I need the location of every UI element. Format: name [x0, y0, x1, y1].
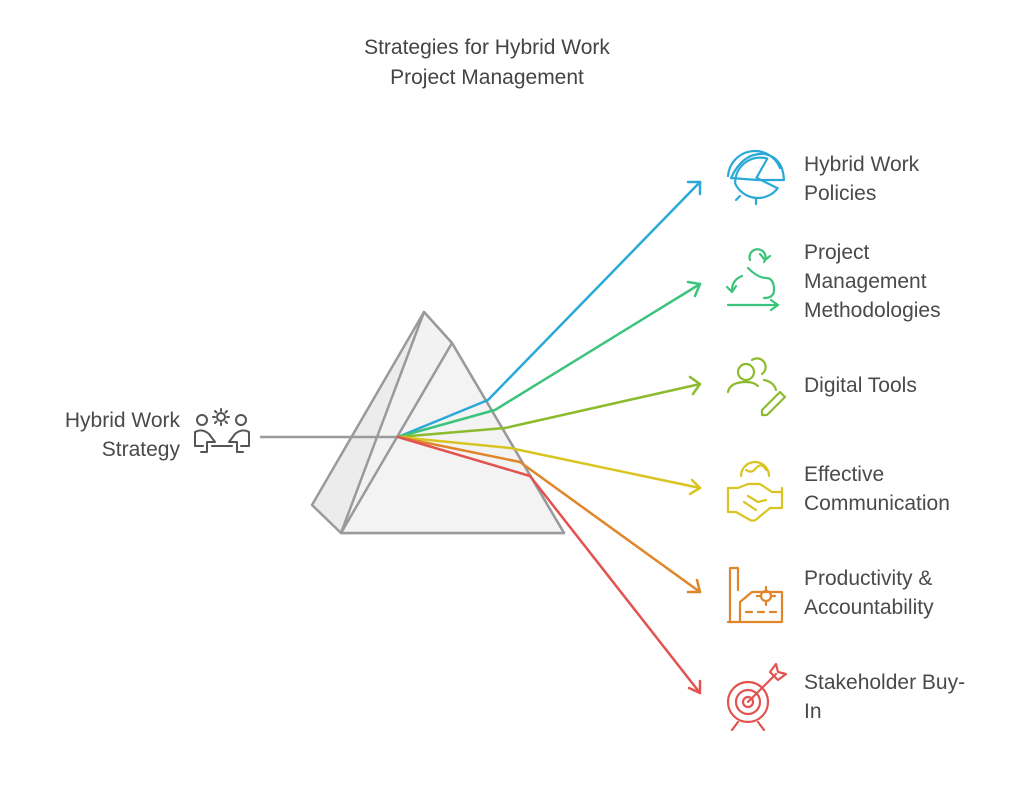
page-title: Strategies for Hybrid Work Project Manag… [312, 33, 662, 93]
output-label-line: In [804, 700, 822, 723]
ray-productivity [396, 435, 702, 594]
users-pen-icon [726, 357, 787, 417]
factory-gear-icon [726, 566, 784, 624]
ray-digital-tools [396, 375, 702, 439]
source-label-line-2: Strategy [101, 438, 180, 461]
output-label-line: Accountability [804, 596, 934, 619]
output-label-methodologies: Project Management Methodologies [804, 238, 941, 325]
ray-stakeholder [396, 435, 702, 695]
workflow-cycle-icon [725, 248, 780, 312]
pie-policy-icon [726, 149, 786, 206]
output-label-line: Management [804, 270, 927, 293]
ray-methodologies [396, 280, 702, 439]
output-label-line: Stakeholder Buy- [804, 671, 966, 694]
ray-policies [396, 180, 702, 439]
output-label-line: Digital Tools [804, 374, 917, 397]
output-label-line: Project [804, 241, 870, 264]
output-label-line: Communication [804, 492, 950, 515]
output-label-productivity: Productivity & Accountability [804, 564, 934, 622]
target-arrow-icon [726, 662, 788, 732]
output-label-line: Effective [804, 463, 885, 486]
ray-communication [396, 435, 702, 496]
output-label-communication: Effective Communication [804, 460, 950, 518]
output-label-line: Policies [804, 182, 877, 205]
title-line-2: Project Management [390, 66, 584, 89]
source-label-line-1: Hybrid Work [64, 409, 180, 432]
output-label-line: Hybrid Work [804, 153, 920, 176]
output-label-policies: Hybrid Work Policies [804, 150, 919, 208]
output-label-line: Productivity & [804, 567, 933, 590]
title-line-1: Strategies for Hybrid Work [364, 36, 610, 59]
output-label-line: Methodologies [804, 299, 941, 322]
team-collaboration-icon [194, 408, 250, 453]
handshake-globe-icon [726, 460, 784, 522]
source-label: Hybrid Work Strategy [24, 406, 180, 464]
output-label-digital-tools: Digital Tools [804, 371, 917, 400]
output-label-stakeholder: Stakeholder Buy- In [804, 668, 965, 726]
